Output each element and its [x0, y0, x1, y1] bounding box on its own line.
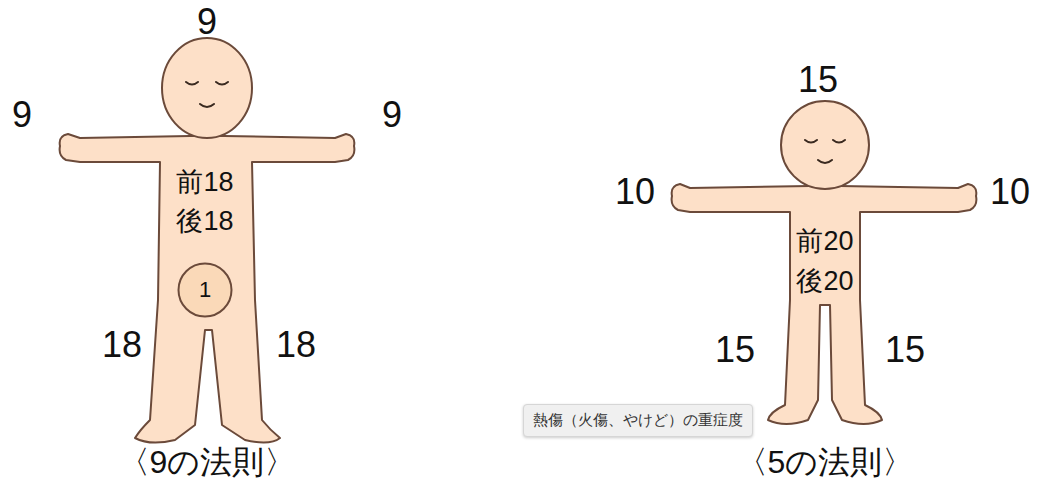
area-percent: 後20 — [796, 267, 853, 297]
area-percent: 18 — [276, 325, 316, 365]
body-figure — [60, 134, 355, 443]
area-circle: 1 — [177, 262, 233, 318]
tooltip-box: 熱傷（火傷、やけど）の重症度 — [523, 404, 753, 437]
rule-caption: 〈9の法則〉 — [118, 445, 297, 480]
head — [781, 101, 869, 189]
face — [186, 82, 228, 107]
face — [805, 140, 845, 163]
head — [162, 38, 252, 138]
area-percent: 15 — [798, 60, 838, 100]
area-percent: 18 — [102, 325, 142, 365]
area-percent: 9 — [197, 2, 217, 42]
area-percent: 10 — [615, 172, 655, 212]
area-percent: 15 — [715, 330, 755, 370]
area-percent: 前18 — [176, 168, 233, 198]
rule-caption: 〈5の法則〉 — [736, 445, 915, 480]
area-percent: 9 — [12, 95, 32, 135]
area-number: 1 — [199, 277, 211, 303]
area-percent: 10 — [990, 172, 1030, 212]
area-percent: 前20 — [796, 227, 853, 257]
area-percent: 後18 — [176, 207, 233, 237]
body-figure — [672, 184, 977, 424]
circle-outline — [179, 264, 232, 317]
area-percent: 9 — [382, 95, 402, 135]
tooltip-text: 熱傷（火傷、やけど）の重症度 — [533, 411, 743, 430]
area-percent: 15 — [885, 330, 925, 370]
